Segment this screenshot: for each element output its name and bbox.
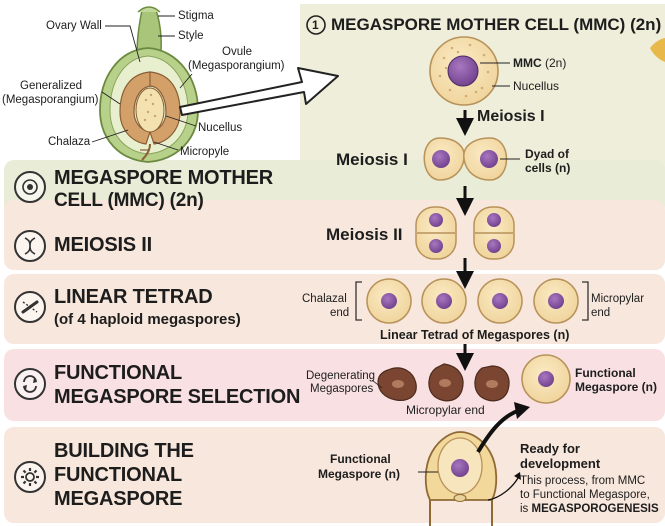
label-functional2-line2: Megaspore (n) [318, 467, 401, 481]
label-degenerating-line1: Degenerating [306, 370, 376, 382]
header-title: MEGASPORE MOTHER CELL (MMC) (2n) [331, 15, 662, 34]
label-chalazal-line1: Chalazal [302, 293, 347, 305]
label-mmc: MMC (2n) [513, 57, 566, 70]
step-title-building-line1: BUILDING THE [54, 440, 194, 462]
label-process-line1: This process, from MMC [520, 475, 646, 487]
label-dyad-line2: cells (n) [525, 161, 571, 175]
step-title-mmc-line2: CELL (MMC) (2n) [54, 190, 204, 211]
label-degenerating-line2: Megaspores [310, 383, 374, 395]
label-process-line3: is MEGASPOROGENESIS [520, 503, 659, 516]
label-style: Style [178, 30, 204, 42]
label-micropylar-end: Micropylar end [406, 403, 485, 417]
gear-icon [14, 461, 46, 493]
label-ready-line1: Ready for [520, 441, 580, 456]
label-nucellus-ovary: Nucellus [198, 122, 243, 134]
label-micropylar-line1: Micropylar [591, 293, 645, 305]
step-title-selection-line2: MEGASPORE SELECTION [54, 386, 301, 408]
label-mmc-name: MMC [513, 56, 542, 70]
label-meiosis1-top: Meiosis I [477, 108, 545, 125]
step-title-tetrad: LINEAR TETRAD [54, 286, 213, 308]
label-meiosis2: Meiosis II [326, 225, 403, 244]
label-functional-line2: Megaspore (n) [575, 380, 658, 394]
label-ready-line2: development [520, 456, 601, 471]
big-arrow [179, 67, 339, 116]
mmc-cell [429, 36, 510, 106]
header-number: 1 [312, 18, 319, 32]
chromosome-icon [14, 291, 46, 323]
label-megasporogenesis: MEGASPOROGENESIS [531, 503, 659, 515]
label-meiosis1-side: Meiosis I [336, 150, 408, 169]
step-title-mmc-line1: MEGASPORE MOTHER [54, 167, 274, 189]
label-mmc-ploidy: (2n) [545, 56, 567, 70]
label-chalaza: Chalaza [48, 136, 91, 148]
step-title-meiosis2: MEIOSIS II [54, 234, 153, 256]
degenerating-megaspores [371, 363, 510, 402]
step-title-building-line3: MEGASPORE [54, 488, 183, 510]
dyad-cells [423, 137, 520, 181]
label-tetrad-caption: Linear Tetrad of Megaspores (n) [380, 328, 570, 342]
label-micropyle: Micropyle [180, 146, 230, 158]
label-functional2-line1: Functional [330, 452, 391, 466]
label-functional-line1: Functional [575, 366, 636, 380]
label-ovary-wall: Ovary Wall [46, 20, 102, 32]
step-band-building [4, 427, 665, 523]
dna-icon [14, 230, 46, 262]
linear-tetrad [355, 278, 589, 324]
functional-megaspore-ovule [418, 431, 498, 526]
ovary-illustration [91, 6, 199, 163]
label-generalized-sub: (Megasporangium) [2, 94, 99, 106]
step-title-selection-line1: FUNCTIONAL [54, 362, 182, 384]
label-ovule-sub: (Megasporangium) [188, 60, 285, 72]
label-micropylar-line2: end [591, 307, 611, 319]
label-ovule: Ovule [222, 46, 253, 58]
label-dyad-line1: Dyad of [525, 147, 570, 161]
step-title-building-line2: FUNCTIONAL [54, 464, 182, 486]
label-generalized: Generalized [20, 80, 83, 92]
label-process-line2: to Functional Megaspore, [520, 489, 650, 501]
meiosis2-cells [415, 206, 515, 260]
label-chalazal-line2: end [330, 307, 350, 319]
step-band-meiosis2 [4, 200, 665, 270]
step-subtitle-tetrad: (of 4 haploid megaspores) [54, 311, 241, 328]
label-nucellus-mmc: Nucellus [513, 79, 560, 93]
functional-megaspore-selected [521, 354, 571, 404]
label-process-prefix: is [520, 503, 532, 515]
label-stigma: Stigma [178, 10, 214, 22]
cell-icon [14, 171, 46, 203]
cycle-icon [14, 368, 46, 400]
